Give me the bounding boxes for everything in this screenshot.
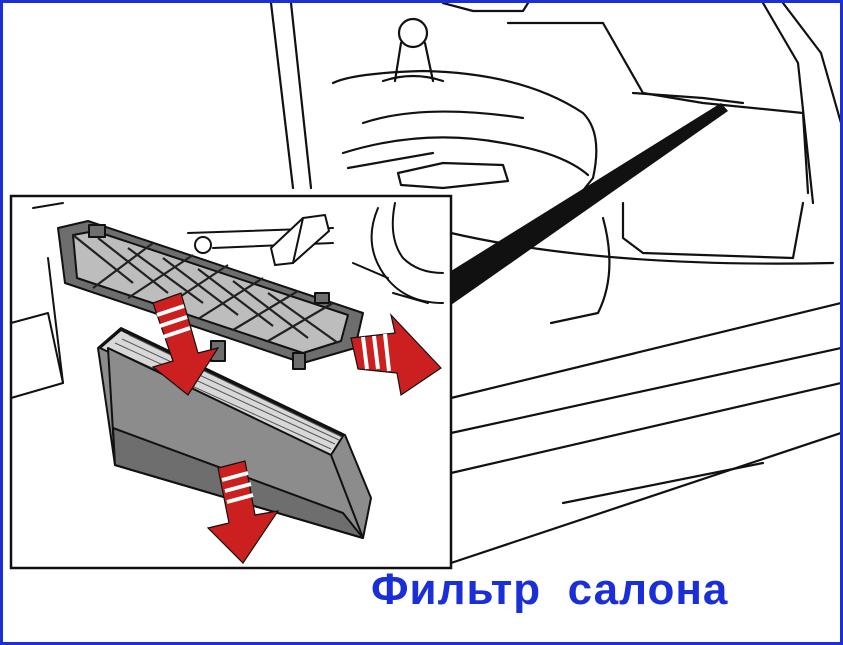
- car-interior: [269, 3, 840, 565]
- arrow-down-icon: [206, 460, 280, 564]
- arrow-down-icon: [151, 292, 220, 396]
- filter-cover: [57, 220, 364, 370]
- arrow-right-icon: [350, 313, 442, 397]
- diagram-caption: Фильтр салона: [371, 565, 729, 614]
- location-pointer: [451, 103, 728, 305]
- cabin-filter-diagram: [9, 3, 840, 570]
- detail-inset: [9, 194, 453, 570]
